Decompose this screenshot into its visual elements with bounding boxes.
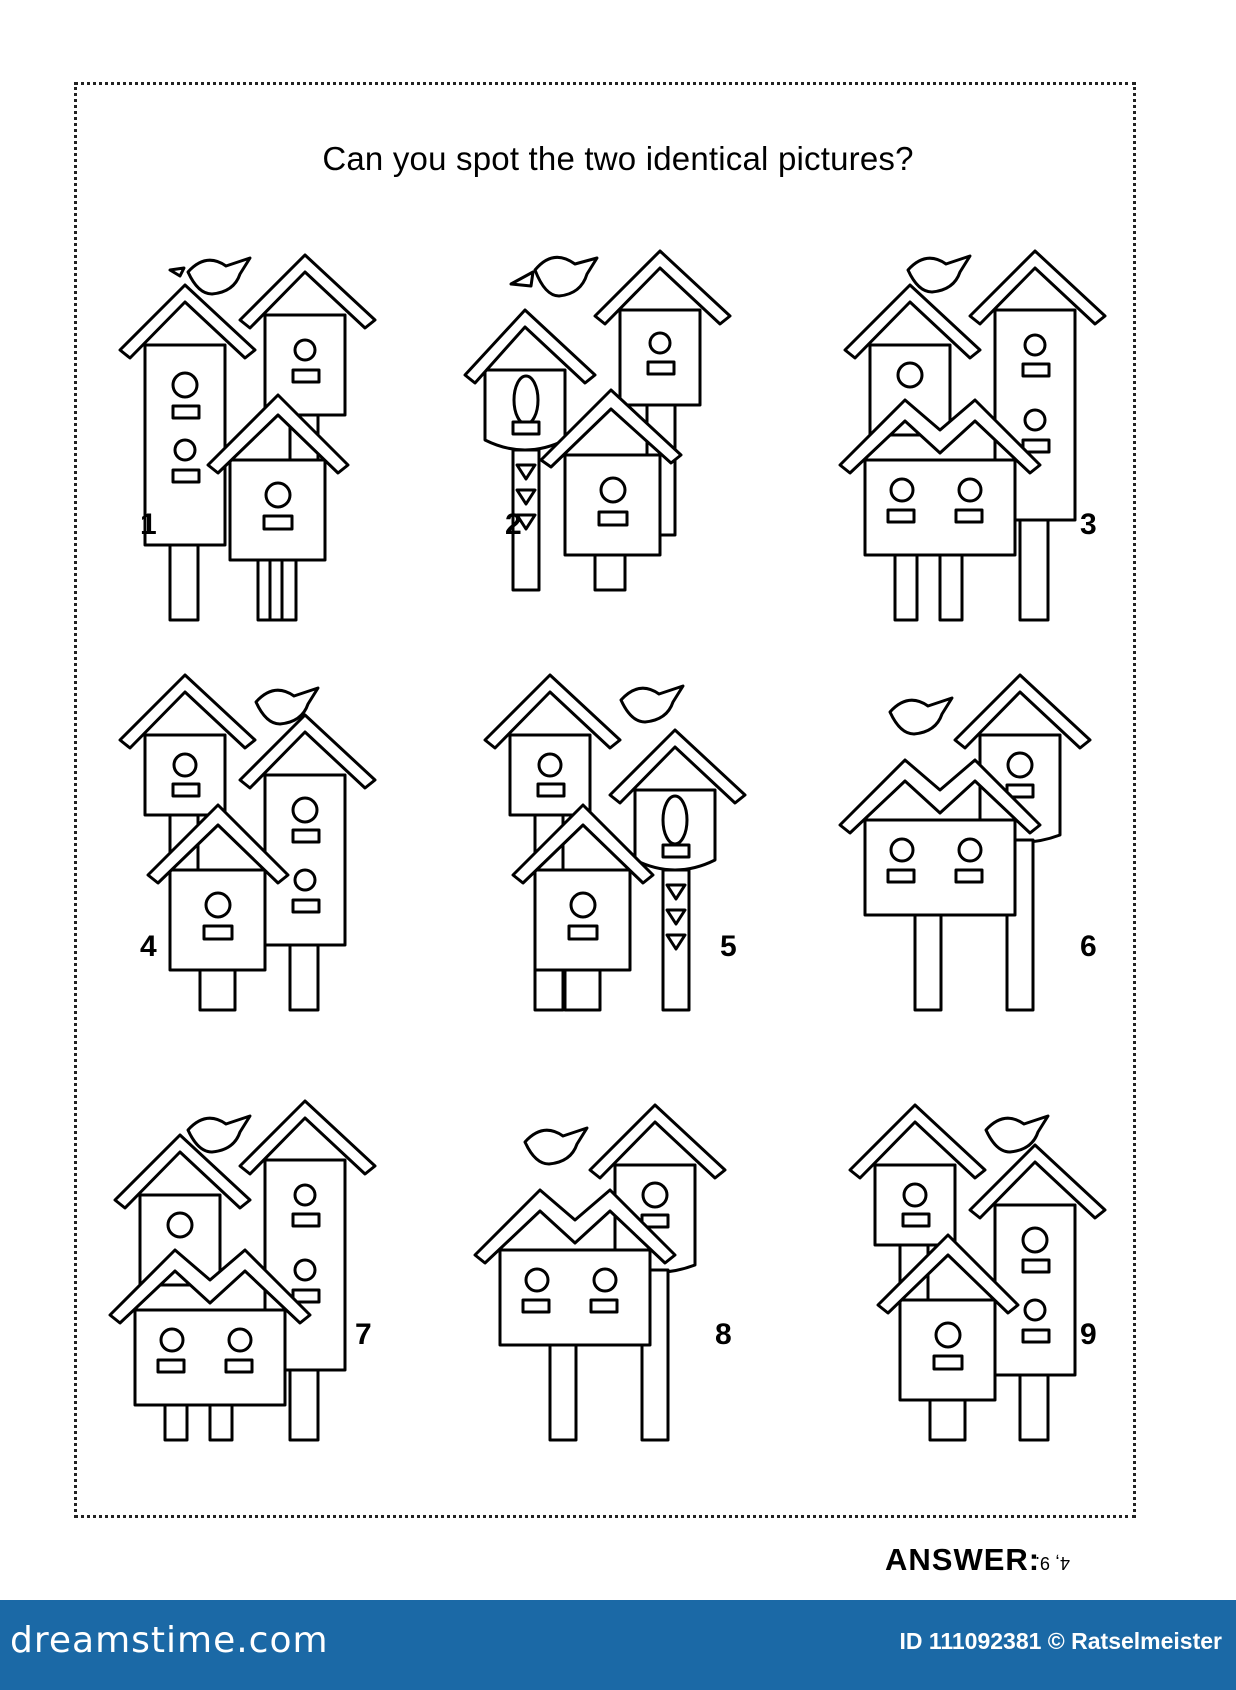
picture-7: 7	[108, 1099, 450, 1460]
picture-6: 6	[838, 670, 1180, 1030]
picture-number: 3	[1080, 508, 1097, 541]
image-credit: ID 111092381 © Ratselmeister	[899, 1628, 1222, 1654]
picture-number: 8	[715, 1318, 732, 1351]
picture-number: 9	[1080, 1318, 1097, 1351]
picture-3: 3	[838, 240, 1180, 622]
picture-number: 6	[1080, 930, 1097, 963]
birdhouse-illustration-5	[483, 673, 747, 1012]
birdhouse-illustration-7	[108, 1099, 377, 1442]
picture-4: 4	[110, 670, 450, 1030]
picture-number: 1	[140, 508, 157, 541]
picture-number: 7	[355, 1318, 372, 1351]
birdhouse-illustration-4	[118, 673, 377, 1012]
picture-8: 8	[473, 1100, 815, 1460]
picture-2: 2	[463, 240, 815, 600]
birdhouse-illustration-3	[838, 249, 1107, 622]
footer-bar: dreamstime.com ID 111092381 © Ratselmeis…	[0, 1600, 1236, 1690]
answer-label: ANSWER:	[885, 1542, 1041, 1577]
birdhouse-illustration-2	[463, 249, 732, 592]
puzzle-title: Can you spot the two identical pictures?	[322, 140, 914, 177]
picture-5: 5	[475, 670, 815, 1030]
picture-number: 4	[140, 930, 157, 963]
birdhouse-illustration-8	[473, 1103, 727, 1442]
birdhouse-illustration-1	[118, 253, 377, 622]
birdhouse-illustration-6	[838, 673, 1092, 1012]
answer-value: 4, 9.	[1035, 1553, 1071, 1573]
birdhouse-illustration-9	[848, 1103, 1107, 1442]
picture-number: 5	[720, 930, 737, 963]
picture-9: 9	[840, 1100, 1180, 1460]
brand-logo[interactable]: dreamstime.com	[10, 1620, 329, 1661]
picture-1: 1	[110, 240, 450, 622]
puzzle-frame	[74, 82, 1136, 1518]
picture-number: 2	[505, 508, 522, 541]
